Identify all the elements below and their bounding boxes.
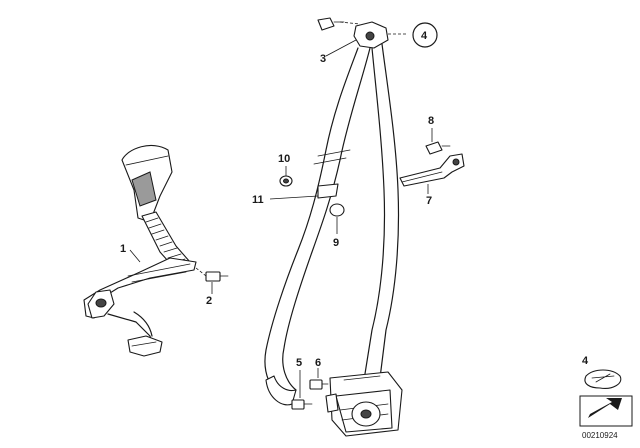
callout-4-circled xyxy=(412,22,438,48)
leader-lines xyxy=(129,39,429,294)
callout-2: 2 xyxy=(206,295,212,307)
bolt-6 xyxy=(309,368,329,390)
legend-clip-4 xyxy=(584,369,622,389)
legend-box xyxy=(579,395,633,427)
callout-11: 11 xyxy=(252,194,264,206)
callout-4-text: 4 xyxy=(421,30,428,42)
belt-buckle-assembly xyxy=(83,145,197,357)
callout-1: 1 xyxy=(120,243,126,255)
callout-5: 5 xyxy=(296,357,302,369)
callout-10: 10 xyxy=(278,153,290,165)
nut-10 xyxy=(279,166,293,187)
bolt-5 xyxy=(291,370,313,410)
callout-7: 7 xyxy=(426,195,432,207)
bolt-8 xyxy=(425,128,451,155)
callout-6: 6 xyxy=(315,357,321,369)
callout-9: 9 xyxy=(333,237,339,249)
diagram-code: 00210924 xyxy=(582,431,618,440)
seat-belt-assembly xyxy=(264,17,406,437)
bolt-2 xyxy=(195,267,229,282)
legend-callout-4: 4 xyxy=(582,355,589,367)
callout-3: 3 xyxy=(320,53,326,65)
callout-8: 8 xyxy=(428,115,434,127)
cap-9 xyxy=(329,203,345,234)
anchor-bracket-7 xyxy=(399,153,465,187)
